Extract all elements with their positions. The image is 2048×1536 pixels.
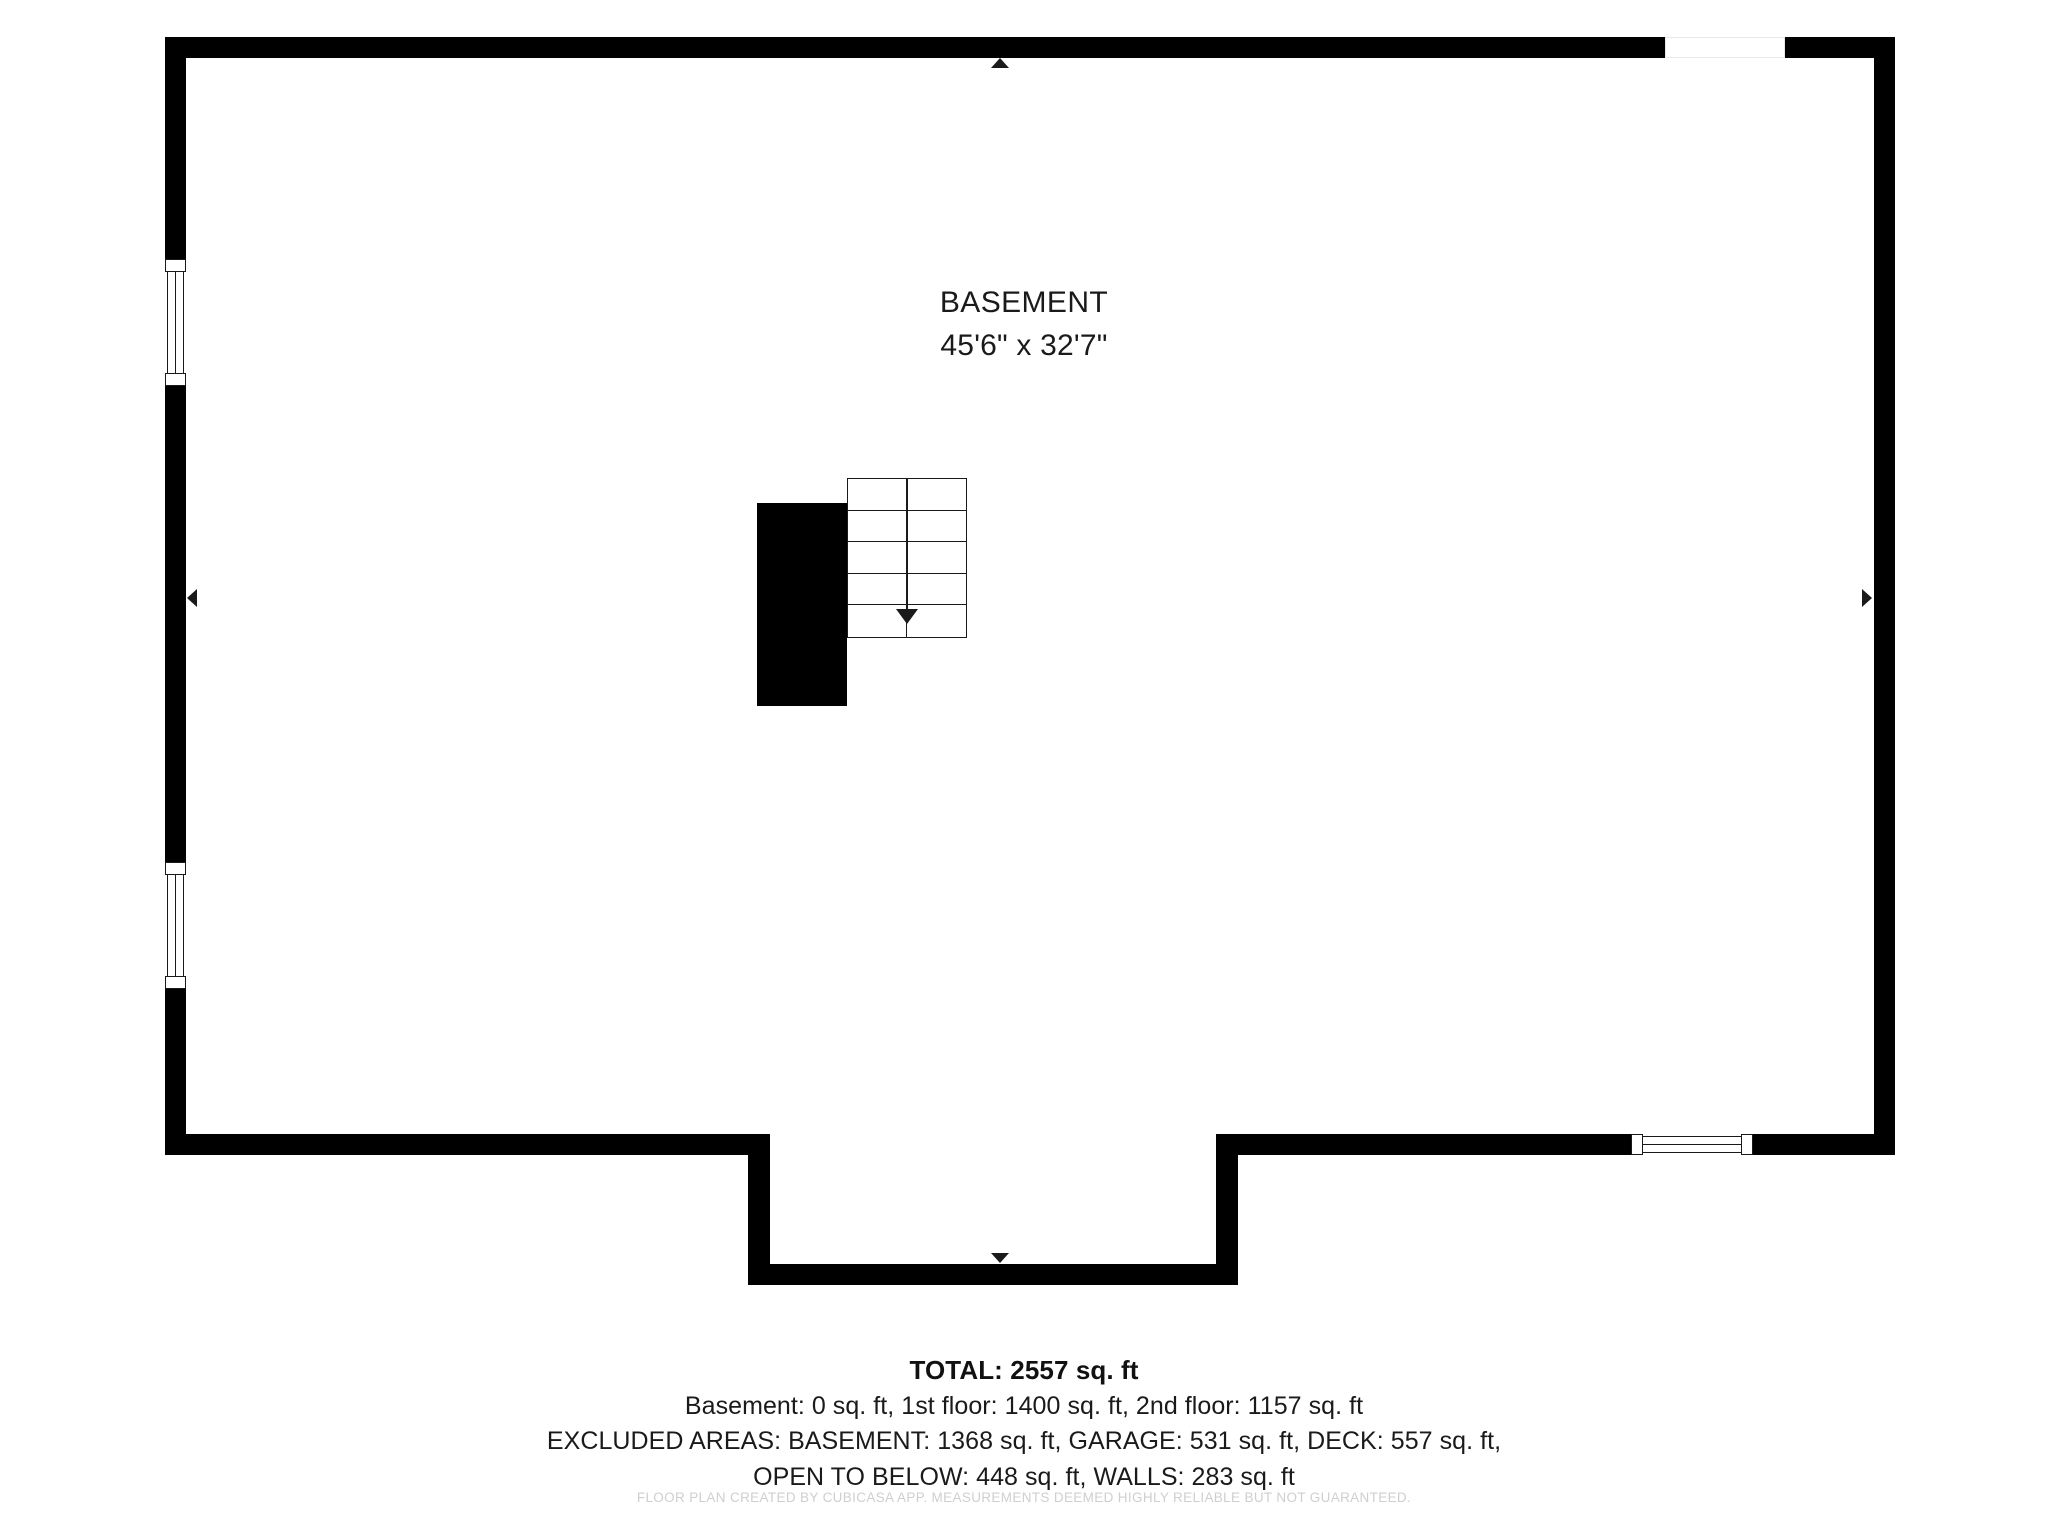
window-left-upper-jamb-bottom (165, 373, 186, 386)
opening-top-right-frame (1665, 37, 1785, 58)
marker-top-icon (991, 58, 1009, 68)
window-left-upper (167, 271, 184, 374)
staircase-arrow-shaft (906, 478, 908, 618)
summary-excluded-2: OPEN TO BELOW: 448 sq. ft, WALLS: 283 sq… (753, 1462, 1295, 1491)
staircase-solid-block (757, 503, 847, 706)
wall-notch-bottom (748, 1264, 1238, 1285)
summary-total: TOTAL: 2557 sq. ft (909, 1355, 1139, 1385)
stair-step (848, 479, 907, 511)
summary-excluded-1: EXCLUDED AREAS: BASEMENT: 1368 sq. ft, G… (546, 1427, 1502, 1456)
marker-right-icon (1862, 589, 1872, 607)
stair-step (848, 510, 907, 543)
window-left-lower-jamb-bottom (165, 976, 186, 989)
stair-step (907, 511, 966, 543)
stair-step (848, 573, 907, 606)
room-label-basement: BASEMENT 45'6" x 32'7" (0, 283, 2048, 365)
wall-notch-right (1216, 1134, 1238, 1285)
floor-plan-canvas[interactable]: BASEMENT 45'6" x 32'7" (0, 0, 2048, 1330)
window-left-lower (167, 874, 184, 977)
room-name: BASEMENT (939, 286, 1109, 319)
wall-bottom-left-segment (165, 1134, 770, 1155)
marker-bottom-icon (991, 1253, 1009, 1263)
stair-step (907, 542, 966, 574)
disclaimer-text: FLOOR PLAN CREATED BY CUBICASA APP. MEAS… (636, 1490, 1412, 1505)
wall-right (1874, 37, 1895, 1155)
stair-step (907, 479, 966, 511)
wall-top (165, 37, 1895, 58)
wall-notch-left (748, 1134, 770, 1285)
area-summary: TOTAL: 2557 sq. ft Basement: 0 sq. ft, 1… (0, 1352, 2048, 1495)
staircase-arrow-down-icon (896, 609, 918, 624)
room-dimensions: 45'6" x 32'7" (940, 329, 1108, 362)
window-bottom-right-jamb-right (1741, 1134, 1753, 1155)
stair-step (848, 542, 907, 574)
window-bottom-right (1642, 1136, 1742, 1153)
marker-left-icon (187, 589, 197, 607)
wall-bottom-right-segment (1218, 1134, 1895, 1155)
summary-floors: Basement: 0 sq. ft, 1st floor: 1400 sq. … (684, 1391, 1364, 1420)
stair-step (907, 574, 966, 606)
